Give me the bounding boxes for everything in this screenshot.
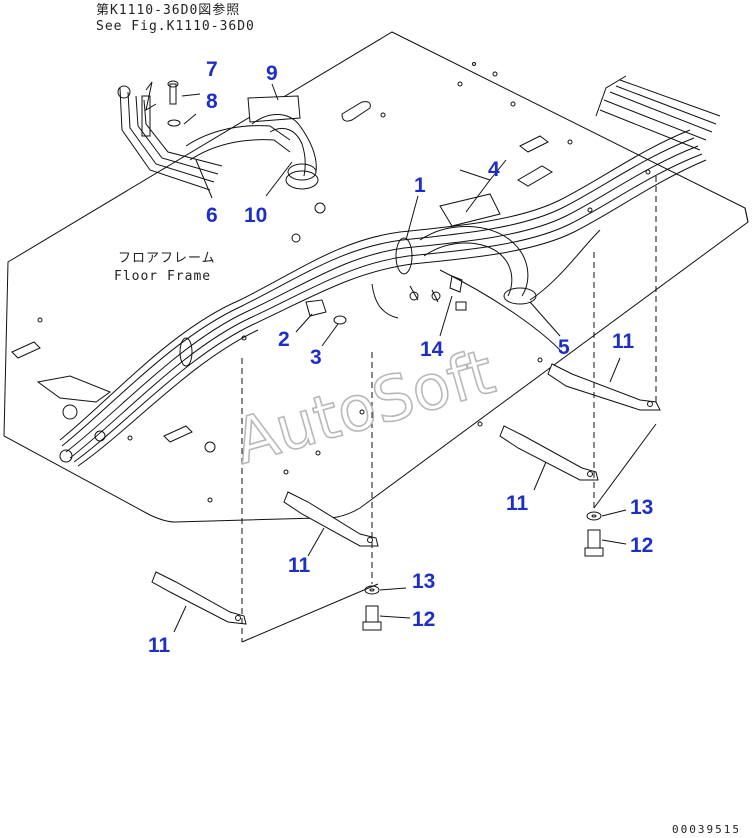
hose-bundle xyxy=(59,75,721,467)
callout-11-lower-left: 11 xyxy=(148,634,171,657)
upper-left-fittings xyxy=(117,80,291,191)
alignment-lines xyxy=(241,176,657,643)
center-fittings xyxy=(305,275,467,325)
reference-note-english: See Fig.K1110-36D0 xyxy=(96,19,255,34)
clamp-11-right-upper xyxy=(547,363,661,411)
callout-12-left: 12 xyxy=(412,608,435,631)
callout-13-left: 13 xyxy=(412,570,435,593)
callout-12-right: 12 xyxy=(630,534,653,557)
bolt-12-right xyxy=(584,529,604,557)
drawing-code: 00039515 xyxy=(672,823,741,836)
leader-lines xyxy=(145,81,627,633)
callout-10: 10 xyxy=(244,204,267,227)
callout-8: 8 xyxy=(206,90,218,113)
callout-11-right-upper: 11 xyxy=(612,330,635,353)
reference-note-japanese: 第K1110-36D0図参照 xyxy=(96,2,240,18)
callout-4: 4 xyxy=(488,158,500,181)
washer-13-left xyxy=(364,585,380,595)
callout-6: 6 xyxy=(206,204,218,227)
callout-9: 9 xyxy=(266,62,278,85)
right-elbow-assembly xyxy=(419,159,537,305)
clamp-11-center xyxy=(283,491,379,547)
callout-11-center: 11 xyxy=(288,554,311,577)
clamp-11-right-lower xyxy=(499,425,599,481)
callout-11-right-lower: 11 xyxy=(506,492,529,515)
callout-2: 2 xyxy=(278,328,290,351)
washer-13-right xyxy=(586,511,602,521)
floor-frame-label-japanese: フロアフレーム xyxy=(118,251,216,266)
callout-14: 14 xyxy=(420,338,444,361)
callout-1: 1 xyxy=(414,174,426,197)
clamp-11-lower-left xyxy=(151,571,247,625)
elbow-hose-assembly xyxy=(247,95,319,190)
callout-3: 3 xyxy=(310,346,322,369)
callout-13-right: 13 xyxy=(630,496,653,519)
callout-7: 7 xyxy=(206,58,218,81)
bolt-12-left xyxy=(362,605,382,631)
floor-frame-label-english: Floor Frame xyxy=(114,269,211,284)
callout-5: 5 xyxy=(558,336,570,359)
